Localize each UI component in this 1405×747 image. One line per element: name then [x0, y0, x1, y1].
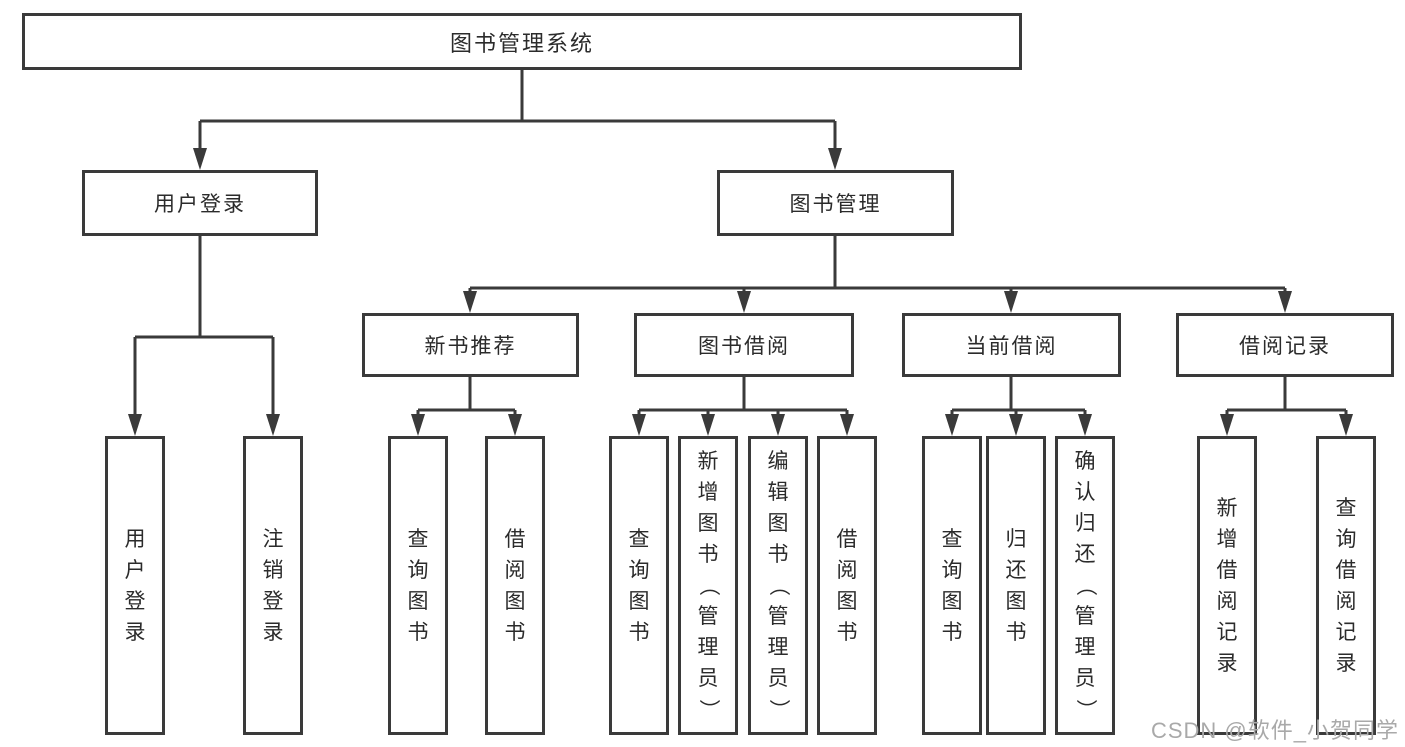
- leaf-edit-books-admin: 编辑图书（管理员）: [748, 436, 808, 735]
- connector-book-borrow-children: [632, 377, 854, 436]
- leaf-query-books-current: 查询图书: [922, 436, 982, 735]
- node-label: 新增借阅记录: [1216, 496, 1238, 675]
- node-user-login: 用户登录: [82, 170, 318, 236]
- node-label: 新增图书（管理员）: [696, 450, 720, 720]
- leaf-logout: 注销登录: [243, 436, 303, 735]
- node-label: 借阅图书: [836, 527, 858, 644]
- leaf-borrow-books-newbooks: 借阅图书: [485, 436, 545, 735]
- csdn-watermark: CSDN @软件_小贺同学: [1150, 718, 1399, 743]
- node-label: 查询图书: [407, 527, 429, 644]
- node-current-borrowing: 当前借阅: [902, 313, 1121, 377]
- leaf-confirm-return-admin: 确认归还（管理员）: [1055, 436, 1115, 735]
- node-label: 图书管理: [789, 193, 882, 216]
- node-label: 借阅记录: [1239, 335, 1331, 358]
- connector-current-borrow-children: [945, 377, 1092, 436]
- leaf-borrow-books-borrowing: 借阅图书: [817, 436, 877, 735]
- leaf-query-borrow-record: 查询借阅记录: [1316, 436, 1376, 735]
- node-label: 查询借阅记录: [1335, 496, 1357, 675]
- node-label: 查询图书: [628, 527, 650, 644]
- node-borrowing-records: 借阅记录: [1176, 313, 1394, 377]
- node-label: 用户登录: [124, 527, 146, 644]
- node-label: 编辑图书（管理员）: [766, 450, 790, 720]
- node-book-borrowing: 图书借阅: [634, 313, 854, 377]
- leaf-user-login: 用户登录: [105, 436, 165, 735]
- node-library-system: 图书管理系统: [22, 13, 1022, 70]
- leaf-add-books-admin: 新增图书（管理员）: [678, 436, 738, 735]
- node-label: 查询图书: [941, 527, 963, 644]
- connector-book-mgmt-to-level3: [463, 236, 1292, 313]
- leaf-return-books: 归还图书: [986, 436, 1046, 735]
- node-book-management: 图书管理: [717, 170, 954, 236]
- node-label: 新书推荐: [424, 335, 517, 358]
- connector-borrow-records-children: [1220, 377, 1353, 436]
- node-label: 用户登录: [154, 193, 246, 216]
- leaf-query-books-borrowing: 查询图书: [609, 436, 669, 735]
- node-label: 借阅图书: [504, 527, 526, 644]
- node-label: 图书借阅: [698, 335, 790, 358]
- node-label: 注销登录: [262, 527, 284, 644]
- leaf-add-borrow-record: 新增借阅记录: [1197, 436, 1257, 735]
- node-label: 当前借阅: [965, 335, 1058, 358]
- connector-new-books-children: [411, 377, 522, 436]
- connector-root-to-level2: [193, 70, 842, 170]
- node-label: 图书管理系统: [449, 30, 594, 56]
- node-label: 归还图书: [1005, 527, 1027, 644]
- connector-user-login-children: [128, 236, 280, 436]
- leaf-query-books-newbooks: 查询图书: [388, 436, 448, 735]
- node-new-book-recommend: 新书推荐: [362, 313, 579, 377]
- node-label: 确认归还（管理员）: [1073, 450, 1097, 720]
